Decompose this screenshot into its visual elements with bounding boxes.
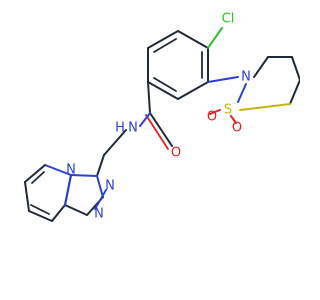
bond-2: [177, 81, 209, 100]
bond-10: [207, 27, 223, 49]
bond-22: [145, 114, 169, 150]
bond-18: [230, 115, 237, 124]
bond-30: [70, 174, 98, 177]
bond-38: [31, 171, 45, 184]
bond-35: [28, 210, 53, 222]
amide-hydrogen-label: H: [115, 121, 125, 136]
bond-31: [94, 189, 107, 210]
bond-11: [207, 76, 239, 83]
bond-14: [291, 56, 300, 81]
bond-25: [96, 154, 105, 177]
bond-5: [147, 30, 179, 49]
bond-34: [24, 181, 30, 212]
atom-label-layer: Cl N S O O O N H N N N: [66, 12, 251, 222]
bond-23: [139, 112, 151, 127]
bond-3: [147, 81, 179, 100]
sulfur-atom-label: S: [224, 103, 232, 118]
molecule-structure: Cl N S O O O N H N N N: [24, 12, 300, 222]
bond-19: [237, 83, 247, 103]
amide-oxygen-label: O: [171, 146, 181, 161]
bond-9: [153, 38, 177, 53]
triazole-nitrogen-label-a: N: [105, 179, 115, 194]
bond-15: [289, 79, 300, 105]
bond-layer: [24, 27, 300, 222]
bond-21: [149, 112, 173, 147]
bond-33: [24, 164, 46, 183]
sulfonyl-oxygen-label-1: O: [207, 110, 217, 125]
bond-8: [153, 77, 177, 92]
bond-6: [177, 30, 209, 49]
bond-36: [51, 204, 66, 222]
bond-32: [44, 164, 72, 176]
thiazinane-nitrogen-label: N: [241, 70, 251, 85]
sulfonyl-oxygen-label-2: O: [232, 121, 242, 136]
bond-24: [103, 129, 127, 156]
chlorine-atom-label: Cl: [222, 12, 235, 27]
amide-nitrogen-label: N: [128, 121, 138, 136]
bond-37: [64, 174, 72, 206]
bond-28: [64, 204, 88, 216]
bond-12: [253, 56, 269, 78]
triazole-nitrogen-label-b: N: [94, 207, 104, 222]
bond-39: [30, 204, 50, 215]
bond-17: [209, 109, 221, 115]
bond-20: [147, 81, 151, 114]
bond-16: [239, 103, 291, 111]
bridgehead-nitrogen-label: N: [66, 163, 76, 178]
bond-26: [96, 175, 104, 198]
